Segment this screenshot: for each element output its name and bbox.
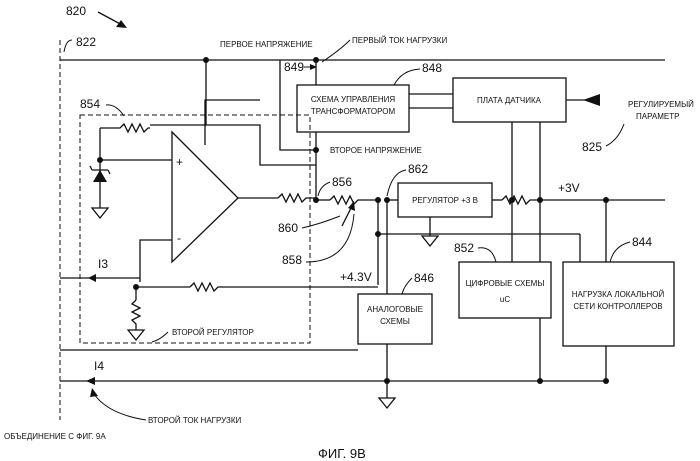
second-regulator-box: [80, 115, 310, 343]
op-amp-plus: +: [176, 155, 183, 169]
ref-860: 860: [278, 221, 298, 235]
can-load-label-1: НАГРУЗКА ЛОКАЛЬНОЙ: [572, 290, 665, 299]
main-ground-symbol: [379, 398, 395, 408]
i4-label: I4: [94, 359, 104, 373]
divider-resistor: [190, 283, 378, 291]
second-regulator-leader: [152, 332, 168, 342]
plus-4v3-label: +4.3V: [340, 270, 372, 284]
regulated-parameter-label-2: ПАРАМЕТР: [636, 112, 679, 121]
ref-846: 846: [414, 271, 434, 285]
ref-860-leader: [302, 216, 340, 228]
analog-label-2: СХЕМЫ: [380, 317, 410, 326]
ground-symbol: [92, 198, 108, 218]
ref-858-leader: [306, 214, 354, 262]
plus-3v-node: [509, 197, 515, 203]
transformer-control-line2: ТРАНСФОРМАТОРОМ: [311, 107, 396, 116]
op-amp: [172, 132, 238, 262]
digital-block: [459, 262, 551, 318]
divider-lower-resistor: [132, 300, 140, 330]
ref-852: 852: [454, 241, 474, 255]
can-load-label-2: СЕТИ КОНТРОЛЛЕРОВ: [573, 302, 662, 311]
minus-feedback-wire: [205, 100, 260, 145]
ref-846-leader: [402, 278, 412, 294]
plus-3v-label: +3V: [558, 181, 580, 195]
minus-feedback-wire: [140, 240, 172, 282]
junction-label: ОБЪЕДИНЕНИЕ С ФИГ. 9А: [4, 432, 106, 441]
ref-844: 844: [632, 235, 652, 249]
plus-3v-resistor: [502, 196, 540, 204]
sense-arrow-head: [348, 201, 355, 211]
ref-848-leader: [394, 69, 420, 85]
ref-856: 856: [332, 175, 352, 189]
ref-825: 825: [582, 140, 602, 154]
ref-858: 858: [282, 253, 302, 267]
regulated-parameter-arrow: [583, 94, 600, 106]
divider-ground: [128, 330, 144, 340]
ref-854: 854: [80, 97, 100, 111]
second-load-current-label: ВТОРОЙ ТОК НАГРУЗКИ: [148, 416, 242, 425]
digital-label-1: ЦИФРОВЫЕ СХЕМЫ: [466, 279, 545, 288]
first-load-current-label: ПЕРВЫЙ ТОК НАГРУЗКИ: [352, 36, 447, 45]
i3-arrow: [88, 274, 96, 282]
first-load-current-arrow: [304, 64, 317, 70]
ref-856-leader: [318, 182, 330, 196]
ref-854-leader: [106, 105, 124, 116]
figure-number: 820: [66, 4, 86, 18]
regulated-parameter-label-1: РЕГУЛИРУЕМЫЙ: [628, 100, 694, 109]
digital-label-2: uC: [500, 295, 510, 304]
second-voltage-label: ВТОРОЕ НАПРЯЖЕНИЕ: [330, 146, 422, 155]
ref-849: 849: [284, 60, 304, 74]
second-load-current-arrow: [90, 388, 146, 420]
figure-arrow: [98, 12, 127, 28]
second-regulator-label: ВТОРОЙ РЕГУЛЯТОР: [172, 328, 254, 337]
regulator-3v-label: РЕГУЛЯТОР +3 В: [412, 196, 478, 205]
first-load-current-leader: [322, 40, 350, 62]
op-amp-minus: -: [177, 231, 181, 245]
transformer-control-line1: СХЕМА УПРАВЛЕНИЯ: [311, 95, 396, 104]
sensor-board-label: ПЛАТА ДАТЧИКА: [477, 96, 542, 105]
i3-label: I3: [98, 257, 108, 271]
ref-848: 848: [422, 61, 442, 75]
analog-label-1: АНАЛОГОВЫЕ: [367, 305, 423, 314]
ref-822: 822: [76, 35, 96, 49]
first-voltage-label: ПЕРВОЕ НАПРЯЖЕНИЕ: [220, 40, 313, 49]
ref-822-leader: [64, 40, 72, 52]
ref-825-leader: [606, 124, 624, 146]
feedback-resistor: [100, 124, 150, 132]
reg-ground-symbol: [422, 236, 438, 246]
figure-caption: ФИГ. 9В: [318, 446, 366, 461]
ref-852-leader: [478, 248, 496, 262]
i4-arrow: [86, 377, 95, 385]
ref-844-leader: [610, 242, 630, 262]
ref-862: 862: [408, 162, 428, 176]
